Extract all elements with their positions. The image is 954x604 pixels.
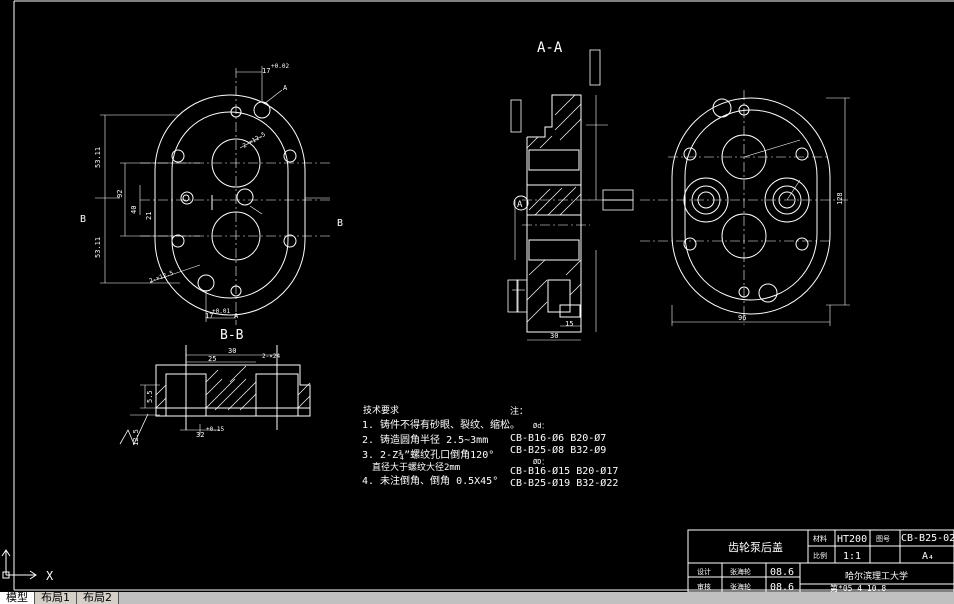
title-checker: 张海轮 bbox=[730, 582, 751, 591]
dim-30-aa: 30 bbox=[550, 332, 558, 340]
datum-a-symbol bbox=[513, 195, 529, 211]
dim-15-aa: 15 bbox=[565, 320, 573, 328]
tech-note-1: 1. 铸件不得有砂眼、裂纹、缩松。 bbox=[362, 418, 520, 431]
title-design-label: 设计 bbox=[697, 567, 711, 576]
notes-title: 注： bbox=[510, 405, 528, 417]
section-bb-hatch bbox=[155, 365, 311, 411]
front-view-dimlines bbox=[95, 66, 330, 322]
notes-row-4: CB-B25-Ø19 B32-Ø22 bbox=[510, 477, 618, 489]
ucs-icon bbox=[1, 549, 37, 580]
tab-layout2[interactable]: 布局2 bbox=[77, 592, 119, 604]
front-view bbox=[154, 94, 306, 316]
datum-a-label: A bbox=[517, 200, 523, 210]
dim-55-bb: 5.5 bbox=[146, 390, 154, 403]
tech-title: 技术要求 bbox=[363, 404, 399, 416]
dim-21: 21 bbox=[145, 212, 153, 220]
section-bb-dimlines bbox=[130, 354, 277, 435]
dim-tol-bb: +0.15 bbox=[206, 426, 224, 433]
dim-32-bb: 32 bbox=[196, 431, 204, 439]
dim-2x-bb: 2-×24 bbox=[262, 353, 280, 360]
tech-note-3b: 直径大于螺纹大径2mm bbox=[372, 461, 460, 473]
gdt-frames bbox=[507, 49, 634, 313]
dim-17-top: 17 bbox=[262, 67, 270, 75]
dim-30-bb: 30 bbox=[228, 347, 236, 355]
cut-marker-left: B bbox=[80, 214, 86, 225]
section-aa-title: A-A bbox=[537, 40, 563, 56]
datum-a-bottom: A bbox=[234, 312, 239, 320]
ucs-x-label: X bbox=[46, 569, 54, 583]
side-view-dimlines bbox=[671, 97, 850, 326]
title-scale-label: 比例 bbox=[813, 551, 827, 560]
title-check-date: 08.6 bbox=[770, 582, 794, 593]
technical-requirements: 技术要求 1. 铸件不得有砂眼、裂纹、缩松。 2. 铸造圆角半径 2.5~3mm… bbox=[362, 404, 520, 487]
notes-row-2: CB-B25-Ø8 B32-Ø9 bbox=[510, 444, 606, 456]
notes-d1: Ød： bbox=[533, 422, 548, 430]
title-scale: 1:1 bbox=[843, 551, 861, 562]
dim-17-bottom: 17 bbox=[205, 312, 213, 320]
title-check-label: 审核 bbox=[697, 582, 711, 591]
cut-marker-right: B bbox=[337, 218, 343, 229]
title-material-label: 材料 bbox=[813, 534, 827, 543]
title-material: HT200 bbox=[837, 534, 867, 545]
dim-92: 92 bbox=[116, 190, 124, 198]
dim-53-lower: 53.11 bbox=[94, 237, 102, 258]
tab-layout1[interactable]: 布局1 bbox=[35, 592, 77, 604]
notes-block: 注： Ød： CB-B16-Ø6 B20-Ø7 CB-B25-Ø8 B32-Ø9… bbox=[510, 405, 618, 489]
layout-tabs: 模型 布局1 布局2 bbox=[0, 592, 954, 604]
notes-d2: ØD： bbox=[533, 458, 548, 466]
tab-model[interactable]: 模型 bbox=[0, 592, 35, 604]
section-bb-view bbox=[155, 345, 311, 430]
side-view bbox=[671, 97, 831, 315]
title-drawing-no-label: 图号 bbox=[876, 535, 890, 543]
roughness-125: 12.5 bbox=[132, 429, 140, 446]
tech-note-2: 2. 铸造圆角半径 2.5~3mm bbox=[362, 433, 488, 446]
tech-note-3a: 3. 2-Z¾”螺纹孔口倒角120° bbox=[362, 448, 494, 461]
section-aa-hatch bbox=[526, 94, 582, 323]
section-aa-dimlines bbox=[512, 95, 608, 341]
drawing-frame bbox=[13, 0, 954, 591]
notes-row-1: CB-B16-Ø6 B20-Ø7 bbox=[510, 432, 606, 444]
dim-25-bb: 25 bbox=[208, 355, 216, 363]
title-sheet: A₄ bbox=[922, 551, 934, 562]
title-part-name: 齿轮泵后盖 bbox=[728, 540, 783, 554]
section-bb-roughness bbox=[119, 413, 149, 445]
title-design-date: 08.6 bbox=[770, 567, 794, 578]
datum-a-top: A bbox=[283, 84, 288, 92]
dim-40: 40 bbox=[130, 206, 138, 214]
dim-tol-top: +0.02 bbox=[271, 63, 289, 70]
title-designer: 张海轮 bbox=[730, 567, 751, 576]
section-aa-view bbox=[522, 94, 590, 333]
title-footer: 第*05 4 10.8 bbox=[830, 583, 886, 593]
tech-note-4: 4. 未注倒角、倒角 0.5X45° bbox=[362, 474, 498, 487]
dim-96: 96 bbox=[738, 314, 746, 322]
dim-tol-bottom: +0.01 bbox=[212, 308, 230, 315]
dim-128: 128 bbox=[836, 192, 844, 205]
title-drawing-no: CB-B25-02 bbox=[901, 533, 954, 544]
side-view-centerlines bbox=[640, 90, 850, 325]
section-bb-title: B-B bbox=[220, 328, 244, 343]
notes-row-3: CB-B16-Ø15 B20-Ø17 bbox=[510, 465, 618, 477]
dim-53-upper: 53.11 bbox=[94, 147, 102, 168]
title-school: 哈尔滨理工大学 bbox=[845, 570, 908, 582]
